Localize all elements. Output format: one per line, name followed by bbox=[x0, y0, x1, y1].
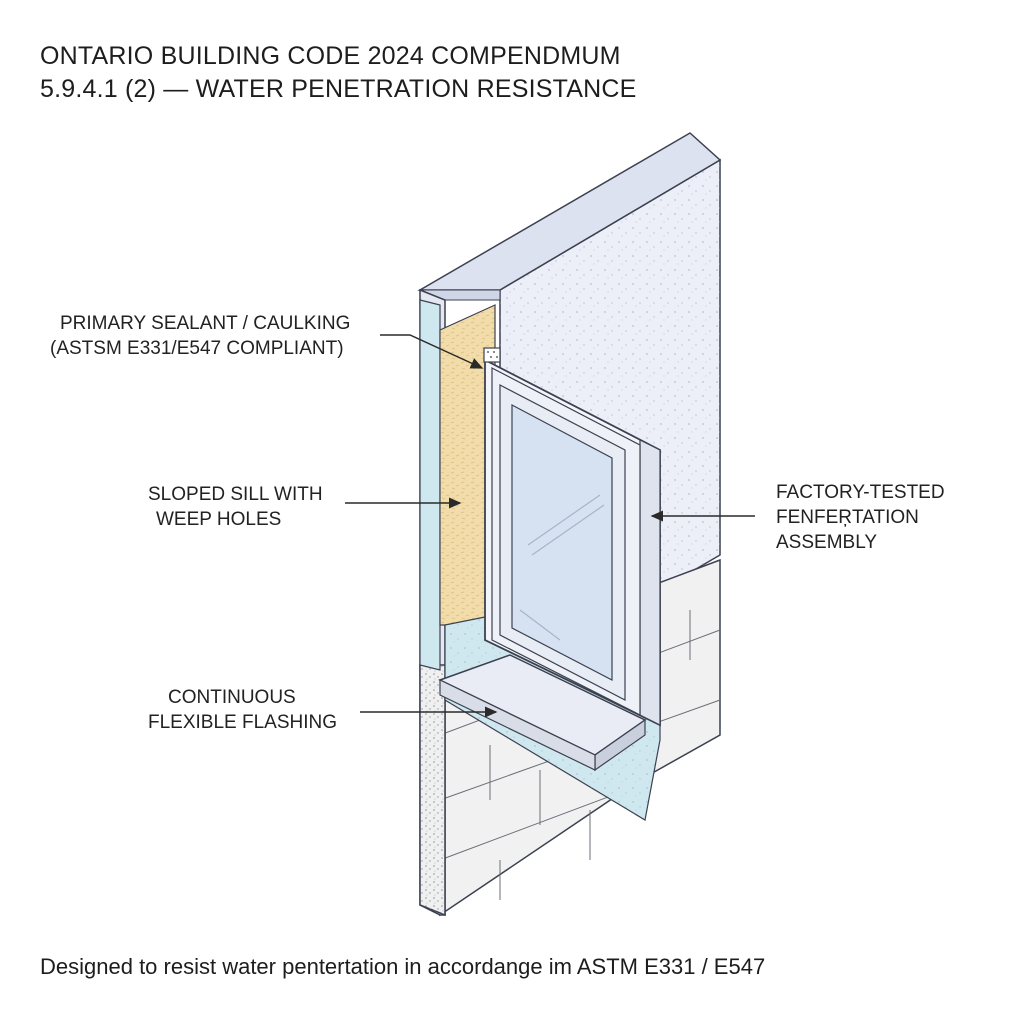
window-frame-depth bbox=[639, 439, 661, 726]
label-primary-sealant: PRIMARY SEALANT / CAULKING (ASTSM E331/E… bbox=[50, 311, 351, 361]
title-line-2: 5.9.4.1 (2) — WATER PENETRATION RESISTAN… bbox=[40, 75, 637, 103]
label-flexible-flashing: CONTINUOUS FLEXIBLE FLASHING bbox=[148, 685, 337, 735]
label-flashing-line-1: CONTINUOUS bbox=[168, 687, 296, 708]
air-barrier-strip bbox=[419, 299, 441, 671]
glass-reflection bbox=[519, 494, 605, 641]
concrete-base-texture bbox=[420, 665, 445, 915]
label-flashing-line-2: FLEXIBLE FLASHING bbox=[148, 712, 338, 733]
label-sloped-sill: SLOPED SILL WITH WEEP HOLES bbox=[148, 482, 323, 532]
label-fenestration-line-1: FACTORY-TESTED bbox=[776, 482, 945, 503]
title-line-1: ONTARIO BUILDING CODE 2024 COMPENDMUM bbox=[40, 42, 621, 70]
label-fenestration-line-2: FENFEŖTATION bbox=[776, 507, 919, 528]
label-sill-line-2: WEEP HOLES bbox=[156, 509, 282, 530]
leader-lines bbox=[345, 334, 755, 718]
sealant-bead bbox=[483, 347, 501, 363]
sloped-sill-edge bbox=[439, 679, 596, 771]
diagram-caption: Designed to resist water pentertation in… bbox=[40, 954, 766, 979]
label-sealant-line-1: PRIMARY SEALANT / CAULKING bbox=[60, 313, 351, 334]
diagram-title: ONTARIO BUILDING CODE 2024 COMPENDMUM 5.… bbox=[40, 40, 636, 106]
label-sealant-line-2: (ASTSM E331/E547 COMPLIANT) bbox=[50, 338, 344, 359]
window-glass bbox=[511, 404, 613, 681]
leader-sealant bbox=[380, 334, 484, 369]
sealant-bead-texture bbox=[487, 351, 498, 358]
label-fenestration-assembly: FACTORY-TESTED FENFEŖTATION ASSEMBLY bbox=[776, 480, 945, 555]
label-sill-line-1: SLOPED SILL WITH bbox=[148, 484, 323, 505]
label-fenestration-line-3: ASSEMBLY bbox=[776, 532, 878, 553]
